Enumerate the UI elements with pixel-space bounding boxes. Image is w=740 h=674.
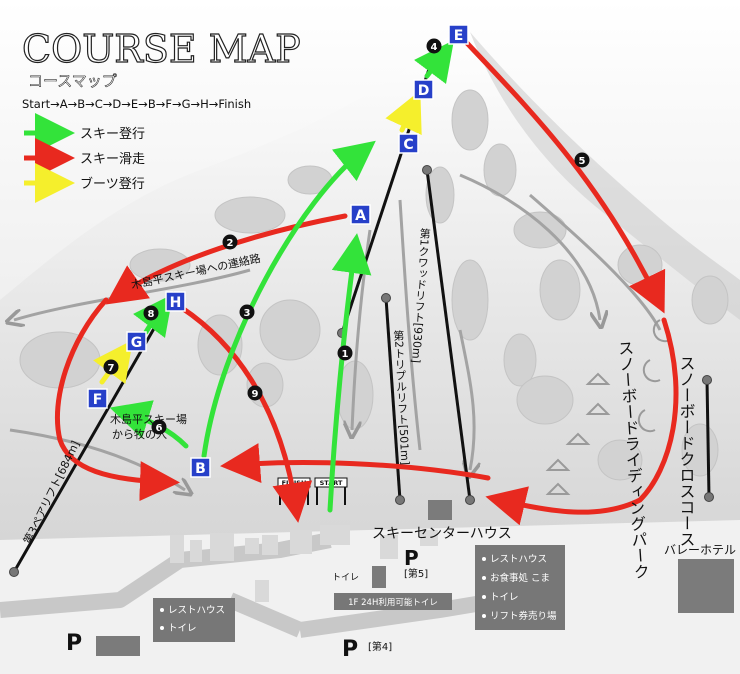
volley-hotel-label: バレーホテル bbox=[664, 543, 736, 557]
parking-left-symbol: P bbox=[66, 631, 82, 656]
checkpoint-f: F bbox=[87, 388, 108, 409]
step-4: 4 bbox=[426, 38, 442, 54]
volley-hotel-building bbox=[678, 559, 734, 613]
svg-text:9: 9 bbox=[252, 389, 259, 400]
checkpoint-markers: A B C D E F G H bbox=[87, 24, 469, 478]
toilet-24h-box: 1F 24H利用可能トイレ bbox=[334, 593, 452, 610]
step-1: 1 bbox=[337, 345, 353, 361]
legend-item-ski-descent: スキー滑走 bbox=[24, 138, 145, 178]
checkpoint-b: B bbox=[190, 457, 211, 478]
svg-text:5: 5 bbox=[579, 156, 586, 167]
step-9: 9 bbox=[247, 385, 263, 401]
checkpoint-h: H bbox=[165, 291, 186, 312]
cross-course-label: スノーボードクロスコース bbox=[677, 355, 696, 547]
checkpoint-g: G bbox=[126, 331, 147, 352]
center-info-item: レストハウス bbox=[490, 554, 547, 565]
svg-text:A: A bbox=[355, 208, 366, 224]
step-8: 8 bbox=[143, 305, 159, 321]
toilet-small-label: トイレ bbox=[332, 573, 359, 583]
svg-text:7: 7 bbox=[108, 363, 115, 374]
rest-house-building bbox=[96, 636, 140, 656]
legend-item-ski-ascent: スキー登行 bbox=[24, 113, 145, 153]
svg-text:スキー滑走: スキー滑走 bbox=[80, 152, 145, 167]
green-runs bbox=[109, 40, 454, 513]
center-info-item: お食事処 こま bbox=[490, 572, 550, 584]
run-left-loop bbox=[54, 297, 180, 502]
run-5 bbox=[463, 39, 666, 314]
svg-text:C: C bbox=[403, 137, 413, 153]
toilet-building bbox=[372, 566, 386, 588]
red-runs bbox=[54, 39, 679, 526]
map-title: COURSE MAP bbox=[22, 27, 301, 71]
svg-text:ブーツ登行: ブーツ登行 bbox=[80, 176, 145, 192]
step-badges: 1 2 3 4 5 6 7 8 9 bbox=[103, 38, 590, 435]
checkpoint-e: E bbox=[448, 24, 469, 45]
route-text: Start→A→B→C→D→E→B→F→G→H→Finish bbox=[22, 97, 251, 111]
parking-4-symbol: P bbox=[342, 637, 358, 662]
checkpoint-a: A bbox=[350, 204, 371, 225]
run-9 bbox=[179, 305, 313, 523]
buildings bbox=[170, 525, 438, 602]
step-2: 2 bbox=[222, 234, 238, 250]
step-3: 3 bbox=[239, 304, 255, 320]
svg-text:H: H bbox=[170, 295, 182, 311]
run-cross-course bbox=[485, 317, 679, 526]
svg-text:4: 4 bbox=[431, 42, 438, 53]
left-info-item: トイレ bbox=[168, 623, 197, 634]
svg-text:2: 2 bbox=[227, 238, 234, 249]
svg-text:1: 1 bbox=[342, 349, 349, 360]
checkpoint-c: C bbox=[398, 133, 419, 154]
map-subtitle: コースマップ bbox=[28, 72, 117, 90]
svg-text:D: D bbox=[418, 83, 430, 99]
svg-text:3: 3 bbox=[244, 308, 251, 319]
ascent-4 bbox=[414, 40, 454, 84]
parking-5-symbol: P bbox=[404, 546, 419, 570]
lift-line-1 bbox=[425, 169, 472, 501]
svg-text:1F 24H利用可能トイレ: 1F 24H利用可能トイレ bbox=[348, 597, 438, 608]
step-5: 5 bbox=[574, 152, 590, 168]
from-maki-label: 木島平スキー場 から牧の入 bbox=[110, 412, 187, 441]
legend-item-boot-ascent: ブーツ登行 bbox=[24, 163, 145, 203]
parking-5-label: [第5] bbox=[404, 567, 428, 580]
lift-line-cross bbox=[705, 379, 711, 498]
step-6: 6 bbox=[151, 419, 167, 435]
svg-text:スキー登行: スキー登行 bbox=[80, 127, 145, 142]
left-info-box: レストハウス トイレ bbox=[153, 598, 235, 642]
svg-text:G: G bbox=[131, 335, 143, 351]
svg-text:F: F bbox=[93, 392, 103, 408]
boot-c-d bbox=[385, 90, 422, 136]
center-house-building bbox=[428, 500, 452, 520]
center-info-item: リフト券売り場 bbox=[490, 610, 557, 622]
checkpoint-d: D bbox=[413, 79, 434, 100]
parking-4-label: [第4] bbox=[368, 640, 392, 653]
svg-text:B: B bbox=[195, 461, 206, 477]
run-2 bbox=[105, 213, 348, 305]
ascent-3 bbox=[201, 140, 376, 459]
center-info-item: トイレ bbox=[490, 592, 519, 603]
forest-patches bbox=[19, 89, 729, 481]
run-to-b bbox=[220, 443, 491, 484]
svg-text:6: 6 bbox=[156, 423, 163, 434]
lift-line-3 bbox=[12, 291, 177, 573]
ascent-1 bbox=[327, 233, 372, 513]
park-features bbox=[545, 319, 671, 495]
center-house-label: スキーセンターハウス bbox=[372, 526, 512, 542]
left-info-item: レストハウス bbox=[168, 605, 225, 616]
step-7: 7 bbox=[103, 359, 119, 375]
center-info-box: レストハウス お食事処 こま トイレ リフト券売り場 bbox=[475, 545, 565, 630]
svg-text:から牧の入: から牧の入 bbox=[112, 427, 167, 441]
ridge-shadow bbox=[470, 32, 740, 320]
svg-text:E: E bbox=[454, 28, 464, 44]
legend: スキー登行 スキー滑走 ブーツ登行 bbox=[24, 113, 145, 203]
svg-text:木島平スキー場: 木島平スキー場 bbox=[110, 412, 187, 426]
svg-text:8: 8 bbox=[148, 309, 155, 320]
